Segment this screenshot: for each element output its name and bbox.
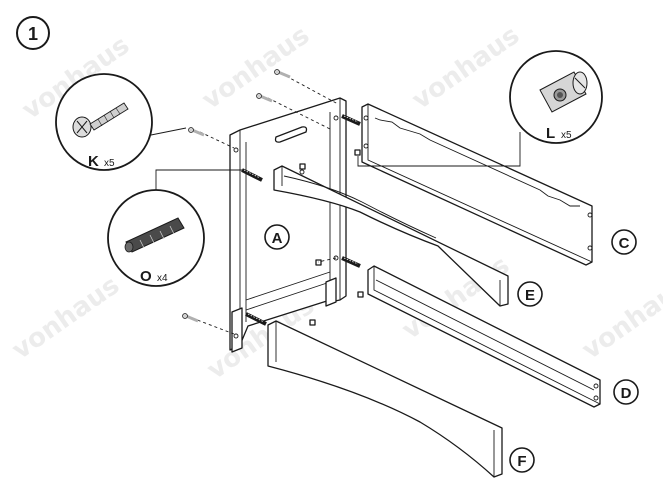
label-part-d: D bbox=[613, 379, 639, 405]
screw-letter: K bbox=[88, 153, 99, 170]
step-number: 1 bbox=[28, 24, 38, 44]
rail-c-hole bbox=[363, 143, 369, 149]
step-badge-circle bbox=[16, 16, 50, 50]
guide-line bbox=[199, 131, 235, 149]
dowel-qty: x4 bbox=[157, 273, 168, 284]
barrel-nut-leader bbox=[357, 132, 521, 167]
panel-a-hole bbox=[233, 147, 239, 153]
dowel-icon bbox=[341, 256, 361, 268]
barrel-nut-icon bbox=[357, 291, 364, 298]
screw-icon bbox=[188, 127, 205, 137]
guide-line bbox=[191, 317, 235, 335]
screw-icon bbox=[256, 93, 273, 103]
barrel-nut-icon bbox=[309, 319, 316, 326]
label-f-text: F bbox=[517, 453, 526, 470]
rail-c-hole bbox=[363, 115, 369, 121]
label-d-text: D bbox=[621, 385, 632, 402]
label-e-text: E bbox=[525, 287, 535, 304]
screw-guides bbox=[182, 69, 339, 335]
barrel-nut-qty: x5 bbox=[561, 130, 572, 141]
rail-f bbox=[267, 320, 503, 478]
label-c-text: C bbox=[619, 235, 630, 252]
callout-barrel-nut: L x5 bbox=[509, 50, 603, 144]
panel-a-hole bbox=[299, 169, 305, 175]
dowel-icon bbox=[245, 312, 267, 326]
label-part-c: C bbox=[611, 229, 637, 255]
dowel-pins bbox=[241, 114, 361, 326]
panel-a bbox=[229, 97, 347, 353]
dowel-icon bbox=[241, 168, 263, 182]
screw-icon bbox=[274, 69, 291, 79]
rail-d-hole bbox=[593, 395, 599, 401]
panel-a-hole bbox=[333, 115, 339, 121]
step-badge: 1 bbox=[16, 16, 50, 50]
rail-f-body bbox=[267, 320, 503, 478]
rail-e bbox=[273, 165, 509, 307]
label-part-a: A bbox=[264, 224, 290, 250]
screw-icon bbox=[182, 313, 199, 323]
panel-a-handle-slot bbox=[274, 126, 308, 143]
rail-d-hole bbox=[593, 383, 599, 389]
dowel-icon bbox=[341, 114, 361, 126]
callout-dowel: O x4 bbox=[107, 169, 244, 287]
barrel-nut-letter: L bbox=[546, 125, 555, 142]
guide-line bbox=[285, 75, 339, 105]
barrel-nut-icon bbox=[299, 163, 306, 170]
watermark-text: vonhaus bbox=[577, 270, 663, 365]
rail-c-hole bbox=[587, 212, 593, 218]
barrel-nut-icon bbox=[315, 259, 322, 266]
rail-d-edge bbox=[373, 266, 601, 405]
barrel-nut-markers bbox=[299, 149, 364, 326]
watermark-text: vonhaus bbox=[407, 20, 525, 115]
callout-dowel-leader bbox=[155, 169, 244, 198]
label-part-e: E bbox=[517, 281, 543, 307]
barrel-nut-icon bbox=[539, 71, 588, 113]
rail-c-hole bbox=[587, 245, 593, 251]
rail-c-groove bbox=[374, 117, 580, 207]
screw-icon bbox=[72, 102, 129, 138]
rail-e-curve bbox=[283, 175, 437, 239]
label-part-f: F bbox=[509, 447, 535, 473]
dowel-letter: O bbox=[140, 268, 152, 285]
barrel-nut-icon bbox=[354, 149, 361, 156]
callout-screw-leader bbox=[145, 127, 187, 137]
rail-c-edge bbox=[367, 104, 593, 263]
panel-a-leg bbox=[231, 307, 243, 353]
panel-a-crossbar bbox=[245, 281, 331, 311]
rail-d-line bbox=[375, 279, 595, 391]
panel-a-leg bbox=[325, 277, 337, 307]
panel-a-hole bbox=[233, 333, 239, 339]
label-a-text: A bbox=[272, 230, 283, 247]
screw-qty: x5 bbox=[104, 158, 115, 169]
rail-e-body bbox=[273, 165, 509, 307]
watermark-text: vonhaus bbox=[7, 270, 125, 365]
panel-a-crossbar bbox=[245, 271, 331, 301]
rail-c bbox=[361, 103, 593, 266]
watermark-text: vonhaus bbox=[197, 20, 315, 115]
callout-screw: K x5 bbox=[55, 73, 187, 171]
rail-d bbox=[367, 265, 601, 408]
dowel-icon bbox=[124, 217, 185, 253]
